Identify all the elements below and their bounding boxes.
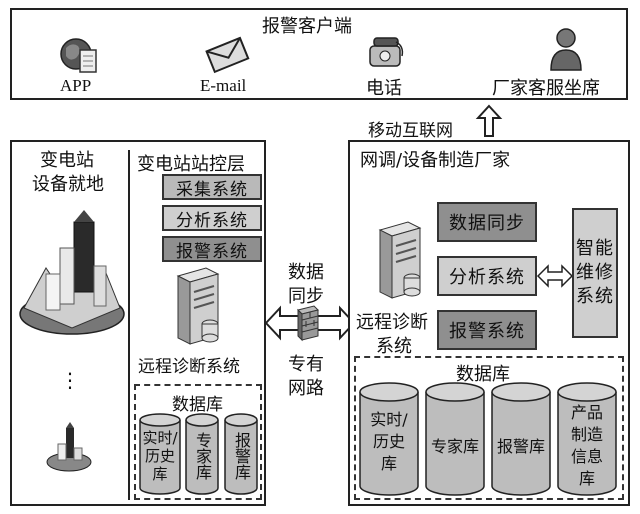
- mfr-expert-db-label: 专家库: [430, 437, 479, 456]
- small-substation-icon: [46, 422, 92, 472]
- person-icon: [550, 28, 582, 71]
- mfr-realtime-history-db-label: 实时/历史库: [370, 410, 408, 473]
- substation-divider: [128, 150, 130, 500]
- manufacturer-title: 网调/设备制造厂家: [360, 150, 511, 171]
- server-icon: [176, 267, 220, 345]
- manufacturer-diagnosis-label-2: 系统: [376, 336, 412, 357]
- mfr-expert-db-cylinder: [425, 382, 485, 496]
- expert-db-label: 专家库: [193, 432, 212, 480]
- firewall-icon: [297, 305, 319, 342]
- alarm-system-box: 报警系统: [162, 236, 262, 262]
- remote-diagnosis-label: 远程诊断系统: [138, 357, 240, 377]
- acquisition-system-box: 采集系统: [162, 174, 262, 200]
- station-database-title: 数据库: [172, 395, 223, 415]
- mfr-product-info-db-cylinder: [557, 382, 617, 496]
- data-sync-label-2: 同步: [288, 286, 324, 307]
- data-sync-label-1: 数据: [288, 262, 324, 283]
- smart-maintenance-label: 智能维修系统: [576, 238, 614, 307]
- manufacturer-analysis-label: 分析系统: [449, 267, 525, 288]
- mfr-realtime-history-db-cylinder: [359, 382, 419, 496]
- substation-equipment-icon: [19, 210, 125, 335]
- envelope-icon: [205, 36, 250, 74]
- mobile-internet-label: 移动互联网: [368, 121, 453, 141]
- manufacturer-server-icon: [378, 221, 422, 299]
- mfr-alarm-db-label: 报警库: [496, 437, 545, 456]
- smart-maintenance-box: 智能维修系统: [572, 208, 618, 338]
- alarm-client-title: 报警客户端: [262, 16, 352, 37]
- ellipsis: ⋮: [60, 368, 80, 392]
- substation-local-title-1: 变电站: [40, 150, 94, 171]
- acquisition-system-label: 采集系统: [176, 179, 248, 200]
- alarm-system-label: 报警系统: [176, 241, 248, 262]
- telephone-icon: [369, 37, 404, 67]
- bidirectional-arrow: [536, 264, 574, 288]
- client-label-email: E-mail: [200, 76, 247, 95]
- expert-db-cylinder: [185, 413, 219, 495]
- mfr-alarm-db-cylinder: [491, 382, 551, 496]
- client-label-service-seat: 厂家客服坐席: [492, 78, 600, 99]
- data-sync-box-label: 数据同步: [449, 213, 525, 234]
- data-sync-box: 数据同步: [437, 202, 537, 242]
- client-label-phone: 电话: [366, 78, 402, 99]
- realtime-history-db-cylinder: [139, 413, 181, 495]
- globe-document-icon: [60, 38, 97, 73]
- manufacturer-diagnosis-label-1: 远程诊断: [356, 312, 428, 333]
- up-arrow-icon: [475, 104, 503, 137]
- analysis-system-label: 分析系统: [176, 210, 248, 231]
- realtime-history-db-label: 实时/历史库: [142, 429, 178, 483]
- station-database-panel: [134, 384, 262, 500]
- mfr-product-info-db-label: 产品制造信息库: [570, 403, 603, 488]
- alarm-client-panel: [10, 8, 628, 100]
- private-network-label-1: 专有: [288, 354, 324, 375]
- manufacturer-alarm-box: 报警系统: [437, 310, 537, 350]
- analysis-system-box: 分析系统: [162, 205, 262, 231]
- manufacturer-database-panel: [354, 356, 624, 500]
- station-control-title: 变电站站控层: [137, 154, 245, 175]
- private-network-label-2: 网路: [288, 378, 324, 399]
- manufacturer-database-title: 数据库: [456, 364, 510, 385]
- manufacturer-analysis-box: 分析系统: [437, 256, 537, 296]
- alarm-db-label: 报警库: [232, 432, 251, 480]
- alarm-db-cylinder: [224, 413, 258, 495]
- substation-local-title-2: 设备就地: [32, 174, 104, 195]
- manufacturer-alarm-label: 报警系统: [449, 321, 525, 342]
- client-label-app: APP: [60, 76, 92, 95]
